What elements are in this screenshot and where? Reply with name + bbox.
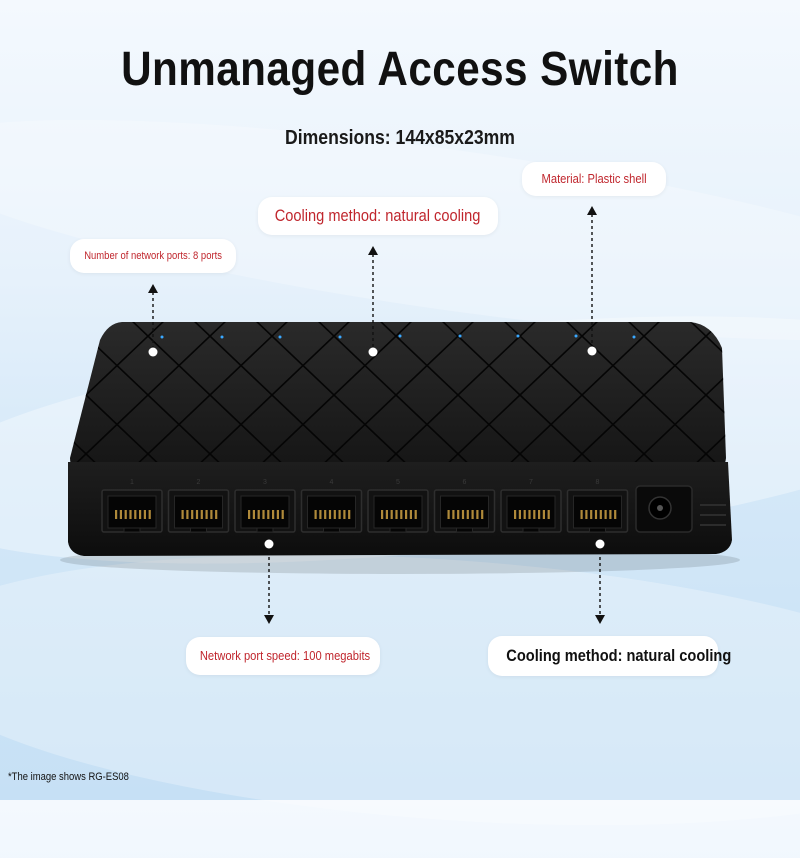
callout-cooling-top: Cooling method: natural cooling xyxy=(258,197,498,235)
footnote: *The image shows RG-ES08 xyxy=(8,771,129,783)
rj45-port: 7 xyxy=(500,479,562,533)
rj45-port: 2 xyxy=(167,479,230,533)
rj45-port: 1 xyxy=(101,479,163,533)
arrow-down-icon xyxy=(595,615,605,624)
dimensions-label: Dimensions: 144x85x23mm xyxy=(285,127,515,149)
port-number-label: 8 xyxy=(596,479,600,486)
port-number-label: 5 xyxy=(396,479,400,486)
switch-illustration: 1 2 3 4 5 6 7 8 xyxy=(60,206,740,624)
arrow-icons xyxy=(148,206,605,624)
callout-cooling-bottom: Cooling method: natural cooling xyxy=(488,636,731,676)
callout-dots xyxy=(148,346,605,549)
port-number-label: 3 xyxy=(263,479,267,486)
page-title: Unmanaged Access Switch xyxy=(121,43,679,96)
callout-ports: Number of network ports: 8 ports xyxy=(70,239,236,273)
arrow-up-icon xyxy=(148,284,158,293)
power-jack xyxy=(635,485,693,533)
rj45-port: 6 xyxy=(433,479,496,533)
led-indicators xyxy=(160,334,636,339)
callout-lines xyxy=(152,214,601,615)
arrow-up-icon xyxy=(587,206,597,215)
callout-speed: Network port speed: 100 megabits xyxy=(186,637,380,675)
port-number-label: 7 xyxy=(529,479,533,486)
rj45-port: 3 xyxy=(234,479,296,533)
arrow-down-icon xyxy=(264,615,274,624)
rj45-port: 8 xyxy=(566,479,629,533)
rj45-port: 5 xyxy=(367,479,429,533)
port-number-label: 4 xyxy=(330,479,334,486)
port-number-label: 2 xyxy=(197,479,201,486)
arrow-up-icon xyxy=(368,246,378,255)
diamond-texture xyxy=(70,322,726,472)
callout-material: Material: Plastic shell xyxy=(522,162,666,196)
port-number-label: 6 xyxy=(463,479,467,486)
rj45-port: 4 xyxy=(300,479,363,533)
port-number-label: 1 xyxy=(130,479,134,486)
side-vents xyxy=(700,504,726,526)
